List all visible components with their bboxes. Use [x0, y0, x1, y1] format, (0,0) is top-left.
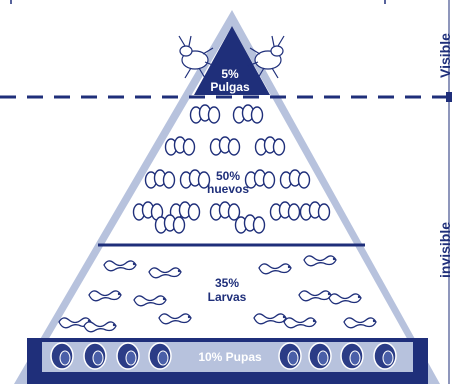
egg-cluster — [191, 105, 220, 123]
egg-cluster — [156, 215, 185, 233]
pupa — [84, 343, 106, 369]
eggs-percent: 50% — [216, 169, 240, 183]
egg-cluster — [171, 202, 200, 220]
egg-cluster — [256, 137, 285, 155]
invisible-label: invisible — [437, 222, 453, 278]
pupae-label: 10% Pupas — [198, 350, 262, 364]
larvae-name: Larvas — [208, 290, 247, 304]
pupa — [309, 343, 331, 369]
egg-cluster — [181, 170, 210, 188]
egg-cluster — [301, 202, 330, 220]
pupa — [279, 343, 301, 369]
egg-cluster — [234, 105, 263, 123]
egg-cluster — [246, 170, 275, 188]
egg-cluster — [236, 215, 265, 233]
egg-cluster — [166, 137, 195, 155]
pupa — [149, 343, 171, 369]
egg-cluster — [271, 202, 300, 220]
pupa — [51, 343, 73, 369]
pupa — [374, 343, 396, 369]
egg-cluster — [211, 137, 240, 155]
pupa — [117, 343, 139, 369]
egg-cluster — [281, 170, 310, 188]
eggs-name: huevos — [207, 182, 249, 196]
egg-cluster — [146, 170, 175, 188]
adult-percent: 5% — [221, 67, 239, 81]
visible-label: Visible — [437, 33, 453, 78]
pupa — [341, 343, 363, 369]
larvae-percent: 35% — [215, 276, 239, 290]
egg-cluster — [211, 202, 240, 220]
adult-name: Pulgas — [210, 80, 250, 94]
